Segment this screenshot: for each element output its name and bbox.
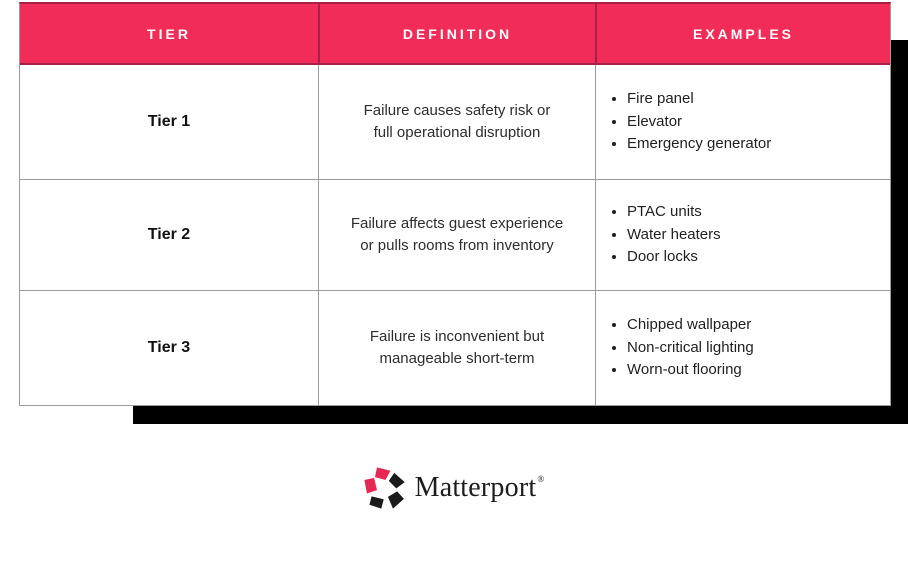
example-item: Water heaters [627, 224, 721, 247]
column-header-tier: TIER [20, 4, 318, 65]
table-row-1-definition-cell: Failure causes safety risk or full opera… [318, 65, 595, 179]
tier-table: TIER DEFINITION EXAMPLES Tier 1 Failure … [19, 2, 891, 406]
example-item: Door locks [627, 246, 721, 269]
table-row-1-tier-cell: Tier 1 [20, 65, 318, 179]
column-header-label: DEFINITION [402, 25, 513, 42]
examples-list: Chipped wallpaper Non-critical lighting … [596, 314, 754, 382]
table-row-3-examples-cell: Chipped wallpaper Non-critical lighting … [595, 290, 890, 405]
definition-text: Failure is inconvenient but manageable s… [370, 326, 544, 370]
definition-line: full operational disruption [373, 124, 541, 141]
brand-name: Matterport [414, 472, 537, 503]
tier-label: Tier 3 [147, 339, 191, 356]
definition-text: Failure causes safety risk or full opera… [364, 100, 551, 144]
tier-label: Tier 1 [147, 113, 191, 130]
example-item: Chipped wallpaper [627, 314, 754, 337]
example-item: Non-critical lighting [627, 337, 754, 360]
column-header-definition: DEFINITION [318, 4, 595, 65]
example-item: PTAC units [627, 201, 721, 224]
column-header-label: EXAMPLES [692, 25, 794, 42]
registered-trademark-symbol: ® [537, 474, 545, 484]
example-item: Emergency generator [627, 133, 771, 156]
table-row-3-definition-cell: Failure is inconvenient but manageable s… [318, 290, 595, 405]
matterport-logo: Matterport® [0, 467, 908, 509]
definition-line: or pulls rooms from inventory [360, 237, 554, 254]
brand-wordmark: Matterport® [415, 472, 545, 504]
example-item: Worn-out flooring [627, 359, 754, 382]
example-item: Elevator [627, 111, 771, 134]
tier-label: Tier 2 [147, 226, 191, 243]
definition-line: Failure is inconvenient but [369, 328, 545, 345]
definition-line: Failure affects guest experience [350, 215, 564, 232]
example-item: Fire panel [627, 88, 771, 111]
column-header-examples: EXAMPLES [595, 4, 890, 65]
definition-line: manageable short-term [379, 350, 535, 367]
examples-list: Fire panel Elevator Emergency generator [596, 88, 771, 156]
examples-list: PTAC units Water heaters Door locks [596, 201, 721, 269]
table-row-3-tier-cell: Tier 3 [20, 290, 318, 405]
definition-line: Failure causes safety risk or [363, 102, 551, 119]
table-row-2-definition-cell: Failure affects guest experience or pull… [318, 179, 595, 290]
table-row-2-examples-cell: PTAC units Water heaters Door locks [595, 179, 890, 290]
table-row-1-examples-cell: Fire panel Elevator Emergency generator [595, 65, 890, 179]
definition-text: Failure affects guest experience or pull… [351, 213, 563, 257]
table-row-2-tier-cell: Tier 2 [20, 179, 318, 290]
column-header-label: TIER [147, 25, 191, 42]
matterport-pinwheel-icon [364, 467, 405, 509]
